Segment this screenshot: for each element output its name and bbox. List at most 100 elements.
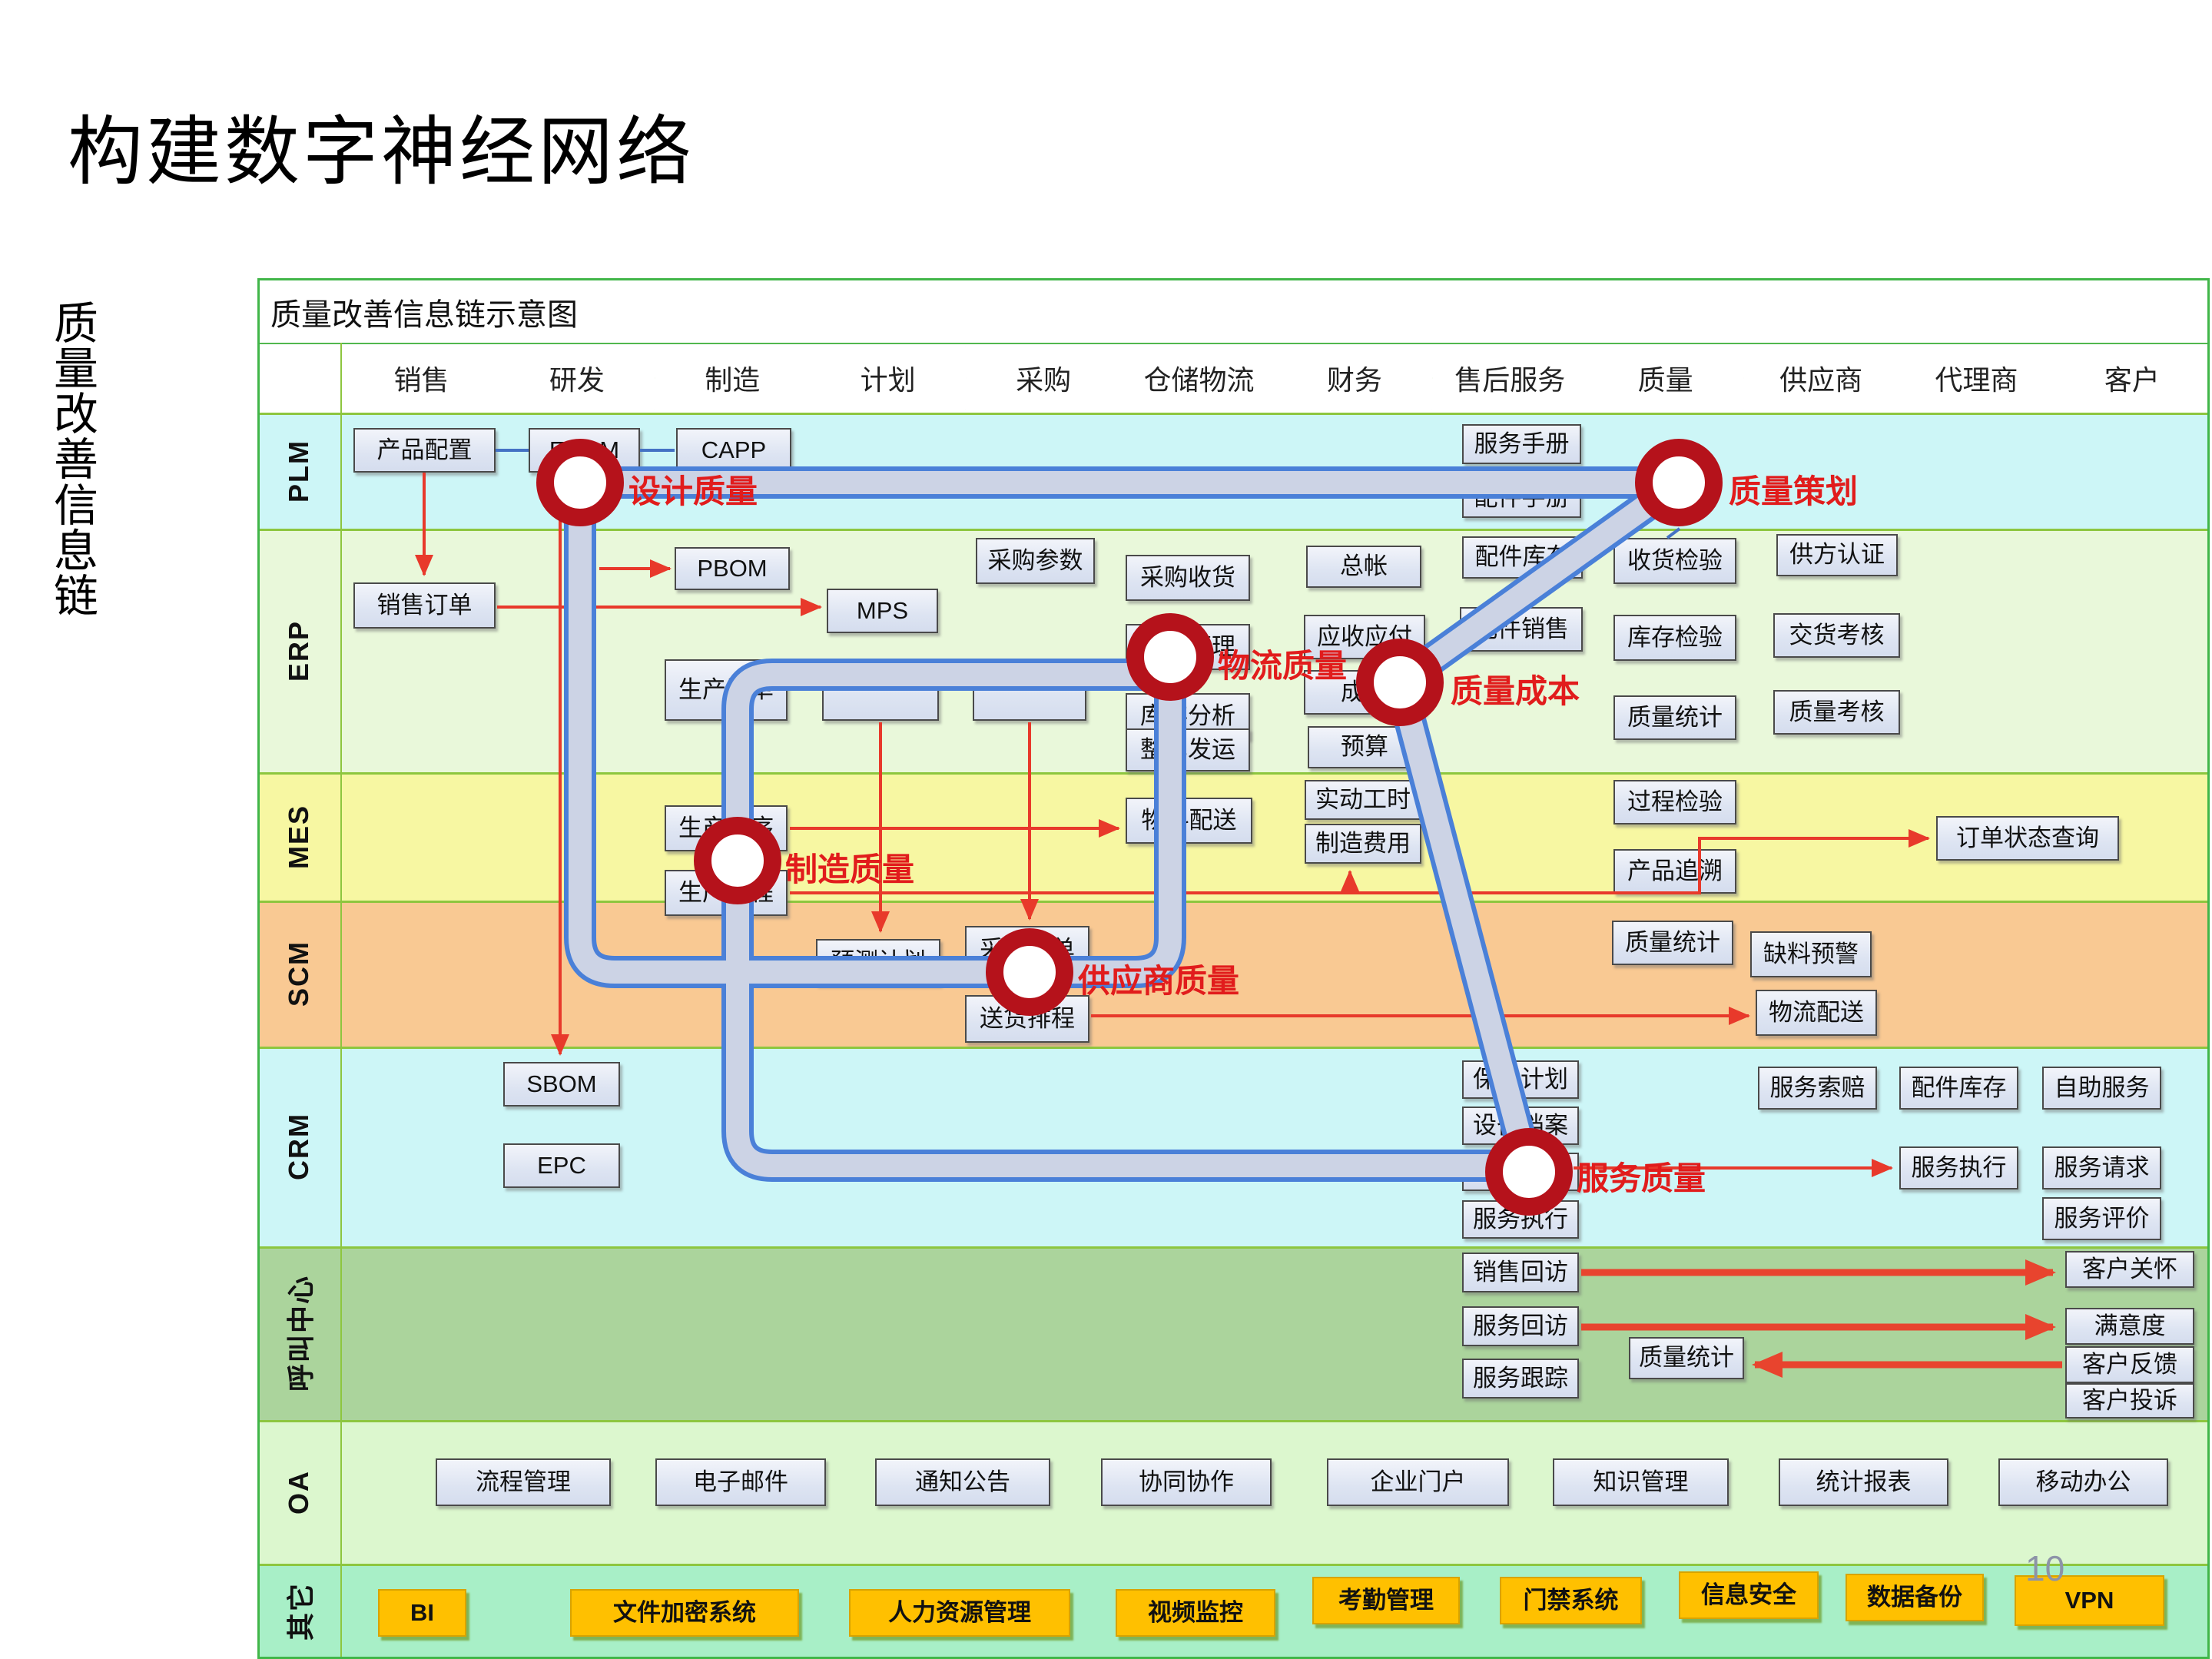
quality-node-ring [694,817,781,904]
module-box: 流程管理 [436,1458,611,1506]
stage-chevron-3: 计划 [810,347,966,410]
module-box: 配件库存 [1899,1067,2018,1110]
module-box: 总帐 [1306,546,1421,588]
module-box: 物料配送 [1126,798,1252,844]
module-box: BI [378,1589,466,1637]
module-box [822,659,939,721]
module-box: 生产订单 [665,659,788,721]
module-box: 统计报表 [1779,1458,1948,1506]
quality-node-label: 设计质量 [628,473,758,509]
row-label-mes: MES [283,804,314,869]
row-label-erp: ERP [283,619,314,682]
module-box: 订单状态查询 [1936,816,2119,861]
module-box: 整车发运 [1126,728,1250,771]
module-box: 通知公告 [875,1458,1050,1506]
module-box: 交货考核 [1773,613,1900,658]
module-box: 产品追溯 [1613,849,1736,894]
module-box: 采购参数 [976,538,1095,584]
module-box: SBOM [503,1062,620,1107]
module-box: 销售订单 [353,582,496,629]
module-box: 库存检验 [1613,615,1736,661]
module-box: VPN [2015,1575,2164,1626]
module-box: 预测计划 [816,939,940,985]
side-vertical-label: 质量改善信息链 [54,299,99,622]
row-label-callcenter: 呼叫中心 [285,1274,317,1392]
module-box: 服务手册 [1462,424,1581,464]
module-box: 缺料预警 [1750,931,1872,977]
stage-chevron-4: 采购 [966,347,1122,410]
stage-chevron-1: 研发 [499,347,655,410]
stage-chevron-7: 售后服务 [1432,347,1588,410]
module-box: PBOM [675,547,790,590]
quality-node-ring [536,439,624,526]
quality-node-ring [986,928,1073,1016]
module-box: 满意度 [2065,1308,2194,1345]
stage-chevron-6: 财务 [1276,347,1432,410]
page-number: 10 [2025,1548,2065,1588]
module-box: 企业门户 [1327,1458,1509,1506]
stage-chevron-0: 销售 [343,347,499,410]
module-box: 电子邮件 [655,1458,826,1506]
module-box: 质量统计 [1612,921,1733,965]
module-box: 服务索赔 [1758,1067,1877,1110]
module-box: 质量考核 [1773,690,1900,735]
quality-node-label: 服务质量 [1577,1160,1706,1196]
module-box: 服务跟踪 [1462,1359,1579,1399]
module-box: 收货检验 [1613,538,1736,584]
module-box: 销售回访 [1462,1253,1579,1292]
row-label-divider [340,343,342,1659]
module-box: 制造费用 [1305,824,1421,864]
module-box [973,659,1086,721]
module-box: 考勤管理 [1312,1577,1460,1624]
quality-node-ring [1126,613,1214,701]
module-box: 客户反馈 [2065,1346,2194,1383]
quality-node-ring [1485,1128,1573,1216]
module-box: 移动办公 [1998,1458,2168,1506]
module-box: 质量统计 [1629,1337,1744,1379]
row-band-callcenter [257,1246,2210,1420]
module-box: 配件库存 [1462,536,1583,579]
module-box: 服务请求 [2042,1146,2161,1190]
module-box: 实动工时 [1305,780,1421,820]
stage-chevron-11: 客户 [2054,347,2210,410]
module-box: 采购收货 [1126,555,1250,601]
quality-node-label: 供应商质量 [1078,963,1240,999]
module-box: 产品配置 [353,428,496,473]
module-box: 配件销售 [1460,607,1583,652]
module-box: 预算 [1308,726,1421,768]
diagram-title-bar: 质量改善信息链示意图 [257,278,2210,343]
stage-chevron-5: 仓储物流 [1121,347,1277,410]
module-box: 供方认证 [1776,534,1898,576]
slide-title: 构建数字神经网络 [68,109,695,194]
module-box: MPS [827,589,938,633]
row-label-scm: SCM [283,941,314,1007]
module-box: 配件手册 [1462,478,1581,518]
module-box: 门禁系统 [1500,1577,1642,1624]
module-box: 知识管理 [1553,1458,1729,1506]
module-box: 自助服务 [2042,1067,2161,1110]
module-box: 协同协作 [1101,1458,1272,1506]
module-box: 数据备份 [1846,1574,1984,1621]
module-box: 保养计划 [1462,1060,1579,1099]
quality-node-label: 物流质量 [1218,648,1348,684]
module-box: 视频监控 [1116,1589,1275,1637]
module-box: 客户投诉 [2065,1383,2194,1418]
module-box: EPC [503,1143,620,1188]
stage-chevron-10: 代理商 [1899,347,2054,410]
module-box: 服务执行 [1462,1200,1579,1239]
module-box: 物流配送 [1756,990,1877,1036]
stage-chevron-2: 制造 [655,347,811,410]
row-label-crm: CRM [283,1113,314,1180]
stage-chevron-9: 供应商 [1743,347,1899,410]
quality-node-label: 质量成本 [1451,673,1580,709]
module-box: 过程检验 [1613,780,1736,825]
quality-node-label: 制造质量 [785,851,915,888]
module-box: 人力资源管理 [849,1589,1070,1637]
module-box: 文件加密系统 [570,1589,799,1637]
row-label-oa: OA [283,1469,314,1515]
module-box: 信息安全 [1679,1571,1819,1619]
module-box: 客户关怀 [2065,1251,2194,1288]
row-label-plm: PLM [283,439,314,503]
